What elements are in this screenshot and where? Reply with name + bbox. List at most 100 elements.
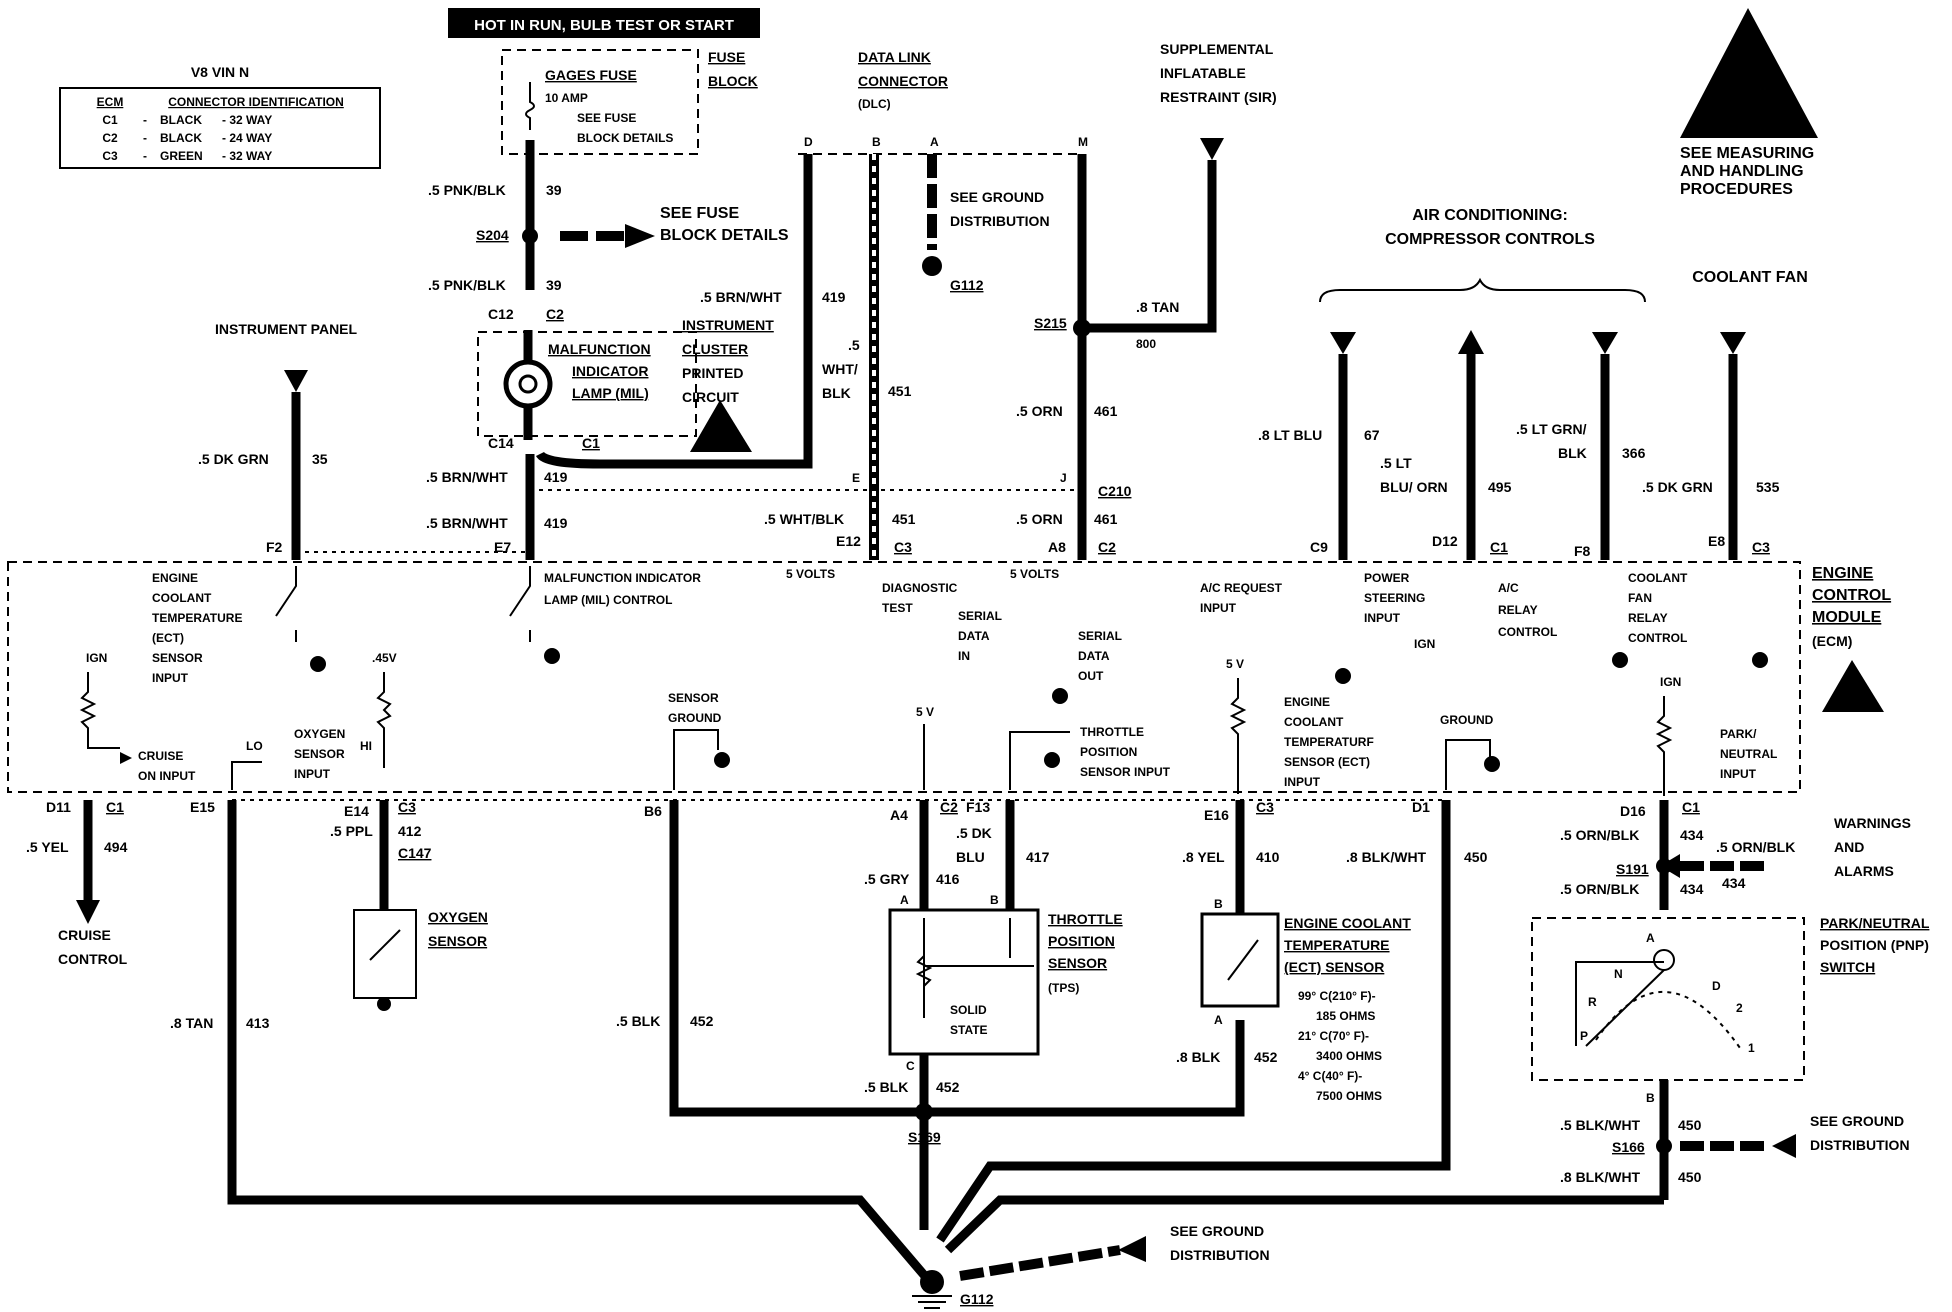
label-pins-e8: E8 bbox=[1708, 533, 1725, 549]
label-wires-n494: 494 bbox=[104, 839, 128, 855]
label-pins-c3b: C3 bbox=[1752, 539, 1770, 555]
label-wires-ornblk3: .5 ORN/BLK bbox=[1560, 881, 1639, 897]
engine-label: V8 VIN N bbox=[191, 64, 249, 80]
label-wires-ltgrn2: BLK bbox=[1558, 445, 1587, 461]
label-components-r1: 99° C(210° F)- bbox=[1298, 989, 1376, 1003]
label-ground_dist-g112: G112 bbox=[960, 1291, 994, 1307]
label-wires-s169: S169 bbox=[908, 1129, 941, 1145]
label-ecm_table-rows-1-sep: - bbox=[143, 131, 147, 145]
label-ecm-o2in1: OXYGEN bbox=[294, 727, 345, 741]
instrument-panel-arrow-icon bbox=[284, 370, 308, 392]
label-components-pos_2: 2 bbox=[1736, 1001, 1743, 1015]
label-instrument_panel: INSTRUMENT PANEL bbox=[215, 321, 358, 337]
ecm-header-conn: CONNECTOR IDENTIFICATION bbox=[168, 95, 344, 109]
label-components-pos_p: P bbox=[1580, 1029, 1588, 1043]
label-fuse-amp: 10 AMP bbox=[545, 91, 588, 105]
label-pins-c3c: C3 bbox=[398, 799, 416, 815]
label-ecm_table-rows-1-color: BLACK bbox=[160, 131, 202, 145]
label-pins-e16: E16 bbox=[1204, 807, 1229, 823]
label-ecm-v5a: 5 VOLTS bbox=[786, 567, 835, 581]
label-dlc-pin_j: J bbox=[1060, 471, 1067, 485]
label-components-ectc3: (ECT) SENSOR bbox=[1284, 959, 1384, 975]
label-wires-blk452c: .5 BLK bbox=[864, 1079, 908, 1095]
label-wires-s215: S215 bbox=[1034, 315, 1067, 331]
label-ecm-o2in3: INPUT bbox=[294, 767, 331, 781]
label-ecm-tps_in2: POSITION bbox=[1080, 745, 1137, 759]
label-dlc-pin_a: A bbox=[930, 135, 939, 149]
label-ecm-ect1: ENGINE bbox=[152, 571, 198, 585]
label-fuse-block_line2: BLOCK bbox=[708, 73, 758, 89]
label-ecm-ign1: IGN bbox=[86, 651, 107, 665]
label-mil-line1: MALFUNCTION bbox=[548, 341, 651, 357]
label-ecm-sdo3: OUT bbox=[1078, 669, 1104, 683]
label-components-tps2: POSITION bbox=[1048, 933, 1115, 949]
label-wires-c210: C210 bbox=[1098, 483, 1132, 499]
label-wires-ltblu: .8 LT BLU bbox=[1258, 427, 1322, 443]
label-wires-dkgrn535: .5 DK GRN bbox=[1642, 479, 1713, 495]
label-ecm-ps2: STEERING bbox=[1364, 591, 1425, 605]
label-ecm-ign3: IGN bbox=[1660, 675, 1681, 689]
label-ecm_table-rows-0-sep: - bbox=[143, 113, 147, 127]
label-components-ect_b: B bbox=[1214, 897, 1223, 911]
label-pins-d1: D1 bbox=[1412, 799, 1430, 815]
label-ecm-ectin3: TEMPERATURF bbox=[1284, 735, 1374, 749]
label-ecm_table-rows-2-ways: - 32 WAY bbox=[222, 149, 272, 163]
label-ecm_table-rows-0-id: C1 bbox=[102, 113, 118, 127]
label-sir-line2: INFLATABLE bbox=[1160, 65, 1246, 81]
label-components-pnp2: POSITION (PNP) bbox=[1820, 937, 1929, 953]
label-mil-ic3: PRINTED bbox=[682, 365, 743, 381]
label-wires-whtblk: .5 WHT/BLK bbox=[764, 511, 844, 527]
label-ecm-cf3: RELAY bbox=[1628, 611, 1668, 625]
label-wires-yel494: .5 YEL bbox=[26, 839, 69, 855]
label-wires-n434_3: 434 bbox=[1680, 881, 1704, 897]
ecm-table bbox=[59, 87, 381, 169]
label-wires-n495: 495 bbox=[1488, 479, 1512, 495]
oxygen-sensor bbox=[353, 909, 417, 999]
label-components-tps_a: A bbox=[900, 893, 909, 907]
label-pins-b6: B6 bbox=[644, 803, 662, 819]
ect-sensor bbox=[1200, 912, 1280, 1008]
label-wires-n451: 451 bbox=[892, 511, 916, 527]
label-ecm-sg2: GROUND bbox=[668, 711, 722, 725]
label-wires-n450a: 450 bbox=[1678, 1117, 1702, 1133]
label-fuse-block_line1: FUSE bbox=[708, 49, 745, 65]
label-wires-n39a: 39 bbox=[546, 182, 562, 198]
label-wires-n450: 450 bbox=[1464, 849, 1488, 865]
label-ecm-title3: MODULE bbox=[1812, 609, 1882, 626]
label-ecm-cf4: CONTROL bbox=[1628, 631, 1687, 645]
label-wires-ornblk2: .5 ORN/BLK bbox=[1716, 839, 1795, 855]
label-wires-n419_1: 419 bbox=[544, 469, 568, 485]
label-pins-c1c: C1 bbox=[1682, 799, 1700, 815]
label-wires-tan: .8 TAN bbox=[1136, 299, 1179, 315]
label-components-tps3: SENSOR bbox=[1048, 955, 1107, 971]
label-components-o2_1: OXYGEN bbox=[428, 909, 488, 925]
label-ecm-ect4: (ECT) bbox=[152, 631, 184, 645]
label-sir-line3: RESTRAINT (SIR) bbox=[1160, 89, 1277, 105]
label-pins-c3d: C3 bbox=[1256, 799, 1274, 815]
label-pins-e15: E15 bbox=[190, 799, 215, 815]
label-wires-s191: S191 bbox=[1616, 861, 1649, 877]
ecm-row: C3 - GREEN - 32 WAY bbox=[102, 149, 272, 163]
label-components-cruise2: CONTROL bbox=[58, 951, 128, 967]
label-components-o2_2: SENSOR bbox=[428, 933, 487, 949]
label-wires-n452b: 452 bbox=[1254, 1049, 1278, 1065]
label-ecm-acreq2: INPUT bbox=[1200, 601, 1237, 615]
label-wires-n35: 35 bbox=[312, 451, 328, 467]
label-ecm-lo: LO bbox=[246, 739, 263, 753]
title-box bbox=[448, 8, 760, 38]
label-wires-w39b: .5 PNK/BLK bbox=[428, 277, 506, 293]
label-components-pnp3: SWITCH bbox=[1820, 959, 1875, 975]
label-wires-wb_1: .5 bbox=[848, 337, 860, 353]
label-components-pos_d: D bbox=[1712, 979, 1721, 993]
label-pins-e14: E14 bbox=[344, 803, 369, 819]
label-components-wa1: WARNINGS bbox=[1834, 815, 1911, 831]
label-wires-n417: 417 bbox=[1026, 849, 1050, 865]
label-ecm-gnd: GROUND bbox=[1440, 713, 1494, 727]
label-components-wa2: AND bbox=[1834, 839, 1864, 855]
tps-sensor bbox=[888, 908, 1040, 1056]
label-wires-c12: C12 bbox=[488, 306, 514, 322]
label-wires-brnwht2: .5 BRN/WHT bbox=[426, 515, 508, 531]
label-components-pnp_a: A bbox=[1646, 931, 1655, 945]
label-esd-line3: PROCEDURES bbox=[1680, 181, 1793, 198]
label-components-r6: 7500 OHMS bbox=[1316, 1089, 1382, 1103]
